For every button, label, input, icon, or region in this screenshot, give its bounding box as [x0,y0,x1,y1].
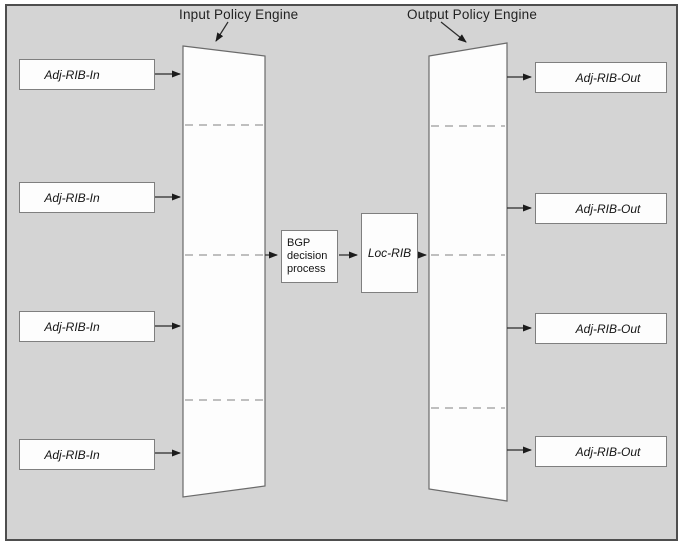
input-policy-engine-title: Input Policy Engine [179,7,299,22]
loc-rib-box: Loc-RIB [361,213,418,293]
arrow-input-title-callout [215,21,229,42]
adj-rib-out-box-4: Adj-RIB-Out [535,436,667,467]
adj-rib-in-box-1: Adj-RIB-In [19,59,155,90]
adj-rib-out-label: Adj-RIB-Out [575,444,641,459]
adj-rib-in-label: Adj-RIB-In [44,67,100,82]
bgp-decision-process-label: BGP decision process [287,236,328,276]
adj-rib-in-label: Adj-RIB-In [44,447,100,462]
adj-rib-out-box-2: Adj-RIB-Out [535,193,667,224]
arrow-output-title-callout [440,21,467,43]
adj-rib-in-box-4: Adj-RIB-In [19,439,155,470]
loc-rib-label: Loc-RIB [367,246,412,260]
adj-rib-out-label: Adj-RIB-Out [575,321,641,336]
adj-rib-in-label: Adj-RIB-In [44,190,100,205]
adj-rib-out-label: Adj-RIB-Out [575,70,641,85]
adj-rib-in-label: Adj-RIB-In [44,319,100,334]
adj-rib-out-box-1: Adj-RIB-Out [535,62,667,93]
output-policy-engine-title: Output Policy Engine [407,7,538,22]
adj-rib-in-box-3: Adj-RIB-In [19,311,155,342]
adj-rib-out-box-3: Adj-RIB-Out [535,313,667,344]
adj-rib-in-box-2: Adj-RIB-In [19,182,155,213]
input-policy-engine-shape [182,45,266,498]
adj-rib-out-label: Adj-RIB-Out [575,201,641,216]
output-policy-engine-shape [428,42,508,502]
bgp-decision-process-box: BGP decision process [281,230,338,283]
